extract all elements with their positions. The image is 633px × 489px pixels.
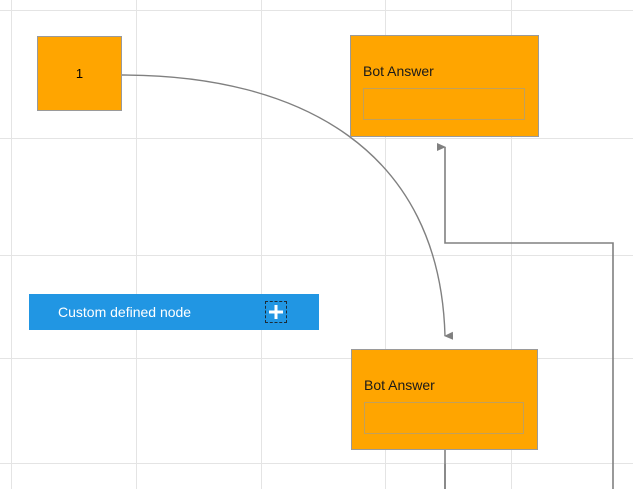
grid-line-vertical	[11, 0, 12, 489]
palette-item-custom-defined-node[interactable]: Custom defined node	[29, 294, 319, 330]
node-bot-answer-top-field[interactable]	[363, 88, 525, 120]
grid-line-horizontal	[0, 463, 633, 464]
palette-item-label: Custom defined node	[58, 304, 192, 320]
node-bot-answer-top-title: Bot Answer	[363, 63, 434, 79]
node-bot-answer-top[interactable]: Bot Answer	[350, 35, 539, 137]
grid-line-horizontal	[0, 138, 633, 139]
node-bot-answer-bottom-field[interactable]	[364, 402, 524, 434]
grid-line-vertical	[261, 0, 262, 489]
plus-icon[interactable]	[265, 301, 287, 323]
grid-line-horizontal	[0, 255, 633, 256]
node-1-label: 1	[75, 66, 84, 81]
node-1[interactable]: 1	[37, 36, 122, 111]
node-bot-answer-bottom[interactable]: Bot Answer	[351, 349, 538, 450]
grid-line-horizontal	[0, 10, 633, 11]
node-bot-answer-bottom-title: Bot Answer	[364, 377, 435, 393]
grid-line-horizontal	[0, 358, 633, 359]
grid-line-vertical	[136, 0, 137, 489]
